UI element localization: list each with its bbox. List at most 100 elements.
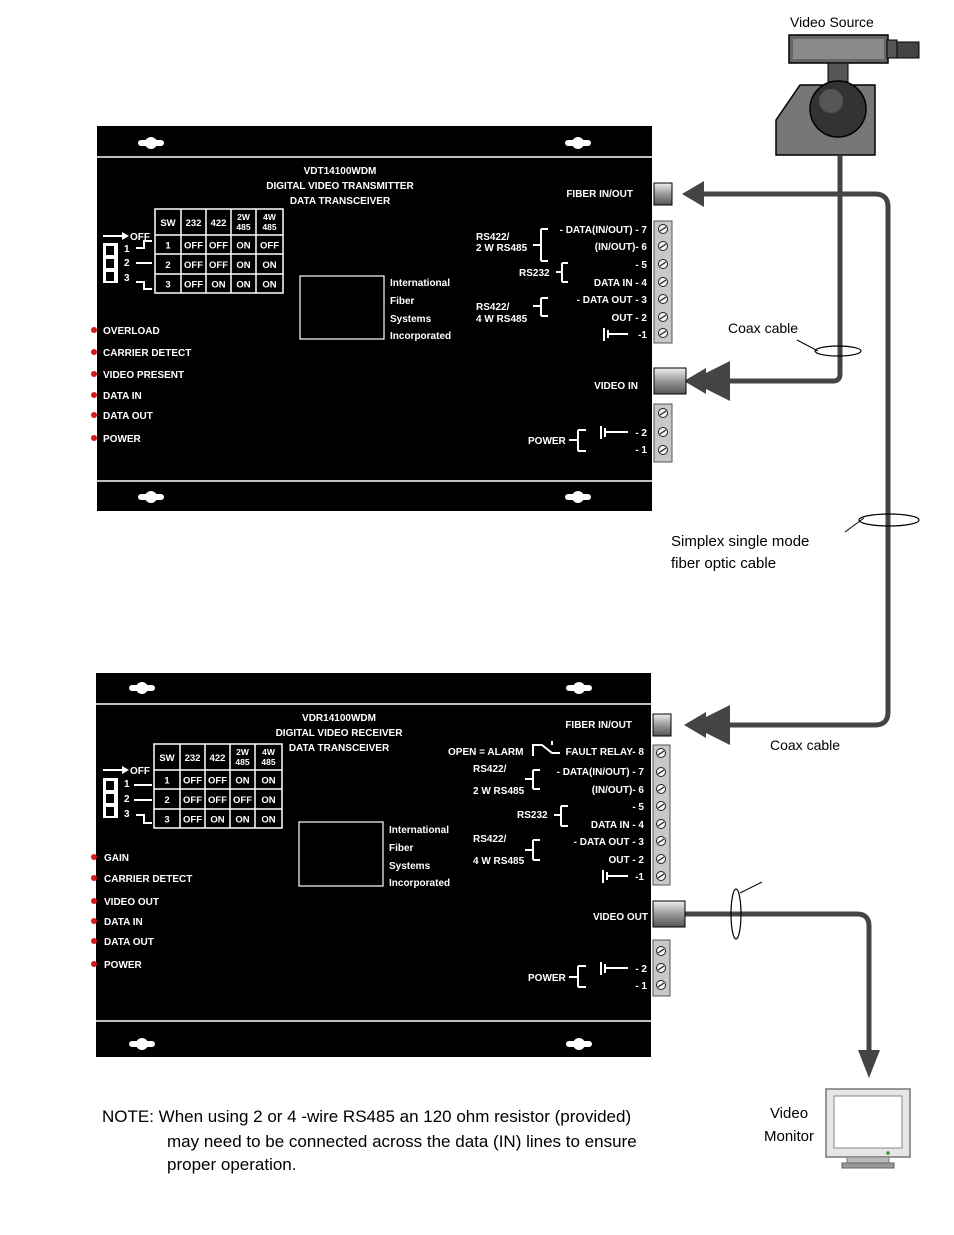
- terminal-screw: [658, 312, 668, 322]
- terminal-screw: [658, 408, 668, 418]
- transmitter-switch-num-1: 1: [124, 244, 130, 255]
- receiver-company-line4: Incorporated: [389, 878, 450, 889]
- transmitter-company-line2: Fiber: [390, 296, 415, 307]
- led-indicator: [91, 854, 97, 860]
- transmitter-subtitle: DATA TRANSCEIVER: [290, 196, 391, 207]
- transmitter-company-line3: Systems: [390, 314, 432, 325]
- table-cell: ON: [235, 815, 249, 826]
- receiver-company-line2: Fiber: [389, 843, 414, 854]
- led-indicator: [91, 918, 97, 924]
- transmitter-led-list: OVERLOAD CARRIER DETECT VIDEO PRESENT DA…: [91, 326, 191, 445]
- transmitter-terminal-5: - 5: [635, 260, 647, 271]
- table-cell: ON: [261, 776, 275, 787]
- receiver-group-rs485-4w: 4 W RS485: [473, 856, 525, 867]
- table-cell: OFF: [184, 260, 203, 271]
- led-label: POWER: [103, 434, 142, 445]
- table-header: 232: [185, 753, 201, 764]
- receiver-fiber-port[interactable]: [652, 713, 672, 737]
- receiver-company-line1: International: [389, 825, 449, 836]
- receiver-terminal-7: - DATA(IN/OUT) - 7: [557, 767, 645, 778]
- transmitter-terminal-2: OUT - 2: [611, 313, 647, 324]
- table-header: 422: [210, 753, 226, 764]
- led-label: DATA OUT: [104, 937, 154, 948]
- receiver-video-out-port[interactable]: [652, 900, 686, 928]
- transmitter-group-rs485-2w: 2 W RS485: [476, 243, 528, 254]
- video-source-caption: Video Source: [790, 14, 874, 30]
- transmitter-title: DIGITAL VIDEO TRANSMITTER: [266, 181, 414, 192]
- table-cell: OFF: [209, 260, 228, 271]
- receiver-switch-off: OFF: [130, 766, 150, 777]
- table-cell: ON: [236, 241, 250, 252]
- receiver-terminal-strip: [652, 744, 671, 886]
- led-indicator: [91, 898, 97, 904]
- receiver-terminal-5: - 5: [632, 802, 644, 813]
- transmitter-power-label: POWER: [528, 436, 567, 447]
- table-cell: OFF: [183, 795, 202, 806]
- receiver-model: VDR14100WDM: [302, 713, 376, 724]
- coax-camera-to-transmitter: [690, 156, 843, 401]
- led-label: DATA IN: [104, 917, 143, 928]
- table-cell: OFF: [260, 241, 279, 252]
- transmitter-fiber-label: FIBER IN/OUT: [566, 189, 633, 200]
- transmitter-switch-num-2: 2: [124, 258, 130, 269]
- terminal-screw: [656, 946, 666, 956]
- table-header: SW: [159, 753, 174, 764]
- terminal-screw: [658, 277, 668, 287]
- transmitter-company-line1: International: [390, 278, 450, 289]
- terminal-screw: [658, 294, 668, 304]
- terminal-screw: [658, 241, 668, 251]
- led-indicator: [91, 938, 97, 944]
- fiber-transmitter-to-receiver: [690, 191, 891, 745]
- transmitter-dip-switch[interactable]: OFF 1 2 3: [103, 232, 152, 290]
- led-label: VIDEO OUT: [104, 897, 159, 908]
- transmitter-video-label: VIDEO IN: [594, 381, 638, 392]
- receiver-terminal-1: -1: [635, 872, 644, 883]
- terminal-screw: [658, 328, 668, 338]
- transmitter-power-terminal-2: - 2: [635, 428, 647, 439]
- table-cell: 2: [164, 795, 169, 806]
- receiver-unit: VDR14100WDM DIGITAL VIDEO RECEIVER DATA …: [91, 673, 651, 1057]
- transmitter-terminal-7: - DATA(IN/OUT) - 7: [560, 225, 648, 236]
- note-line3: proper operation.: [167, 1155, 296, 1174]
- led-indicator: [91, 412, 97, 418]
- receiver-fiber-label: FIBER IN/OUT: [565, 720, 632, 731]
- table-cell: 1: [164, 776, 170, 787]
- video-monitor: Video Monitor: [764, 1088, 911, 1169]
- table-cell: ON: [236, 280, 250, 291]
- table-cell: 3: [165, 280, 170, 291]
- table-cell: 2: [165, 260, 170, 271]
- receiver-group-rs422-2w: RS422/: [473, 764, 507, 775]
- receiver-power-terminal-1: - 1: [635, 981, 647, 992]
- led-indicator: [91, 392, 97, 398]
- table-cell: OFF: [208, 776, 227, 787]
- table-cell: ON: [262, 260, 276, 271]
- receiver-terminal-3: - DATA OUT - 3: [574, 837, 645, 848]
- led-indicator: [91, 371, 97, 377]
- receiver-group-rs232: RS232: [517, 810, 548, 821]
- cables: [682, 156, 920, 1078]
- table-header: 232: [186, 218, 202, 229]
- table-cell: ON: [261, 795, 275, 806]
- table-cell: OFF: [183, 776, 202, 787]
- transmitter-terminal-1: -1: [638, 330, 647, 341]
- terminal-screw: [656, 854, 666, 864]
- receiver-video-label: VIDEO OUT: [593, 912, 648, 923]
- transmitter-terminal-3: - DATA OUT - 3: [577, 295, 648, 306]
- transmitter-terminal-6: (IN/OUT)- 6: [595, 242, 648, 253]
- led-label: DATA OUT: [103, 411, 153, 422]
- receiver-terminal-8: FAULT RELAY- 8: [566, 747, 645, 758]
- installation-note: NOTE: When using 2 or 4 -wire RS485 an 1…: [102, 1107, 637, 1174]
- transmitter-terminal-4: DATA IN - 4: [594, 278, 648, 289]
- terminal-screw: [658, 259, 668, 269]
- led-label: CARRIER DETECT: [104, 874, 192, 885]
- table-cell: ON: [261, 815, 275, 826]
- receiver-connectors: [652, 713, 686, 997]
- fiber-caption-line2: fiber optic cable: [671, 555, 776, 572]
- transmitter-unit: VDT14100WDM DIGITAL VIDEO TRANSMITTER DA…: [91, 126, 652, 511]
- receiver-dip-switch[interactable]: OFF 1 2 3: [103, 766, 152, 824]
- table-cell: OFF: [184, 241, 203, 252]
- transmitter-video-in-port[interactable]: [653, 367, 687, 395]
- transmitter-fiber-port[interactable]: [653, 182, 673, 206]
- receiver-subtitle: DATA TRANSCEIVER: [289, 743, 390, 754]
